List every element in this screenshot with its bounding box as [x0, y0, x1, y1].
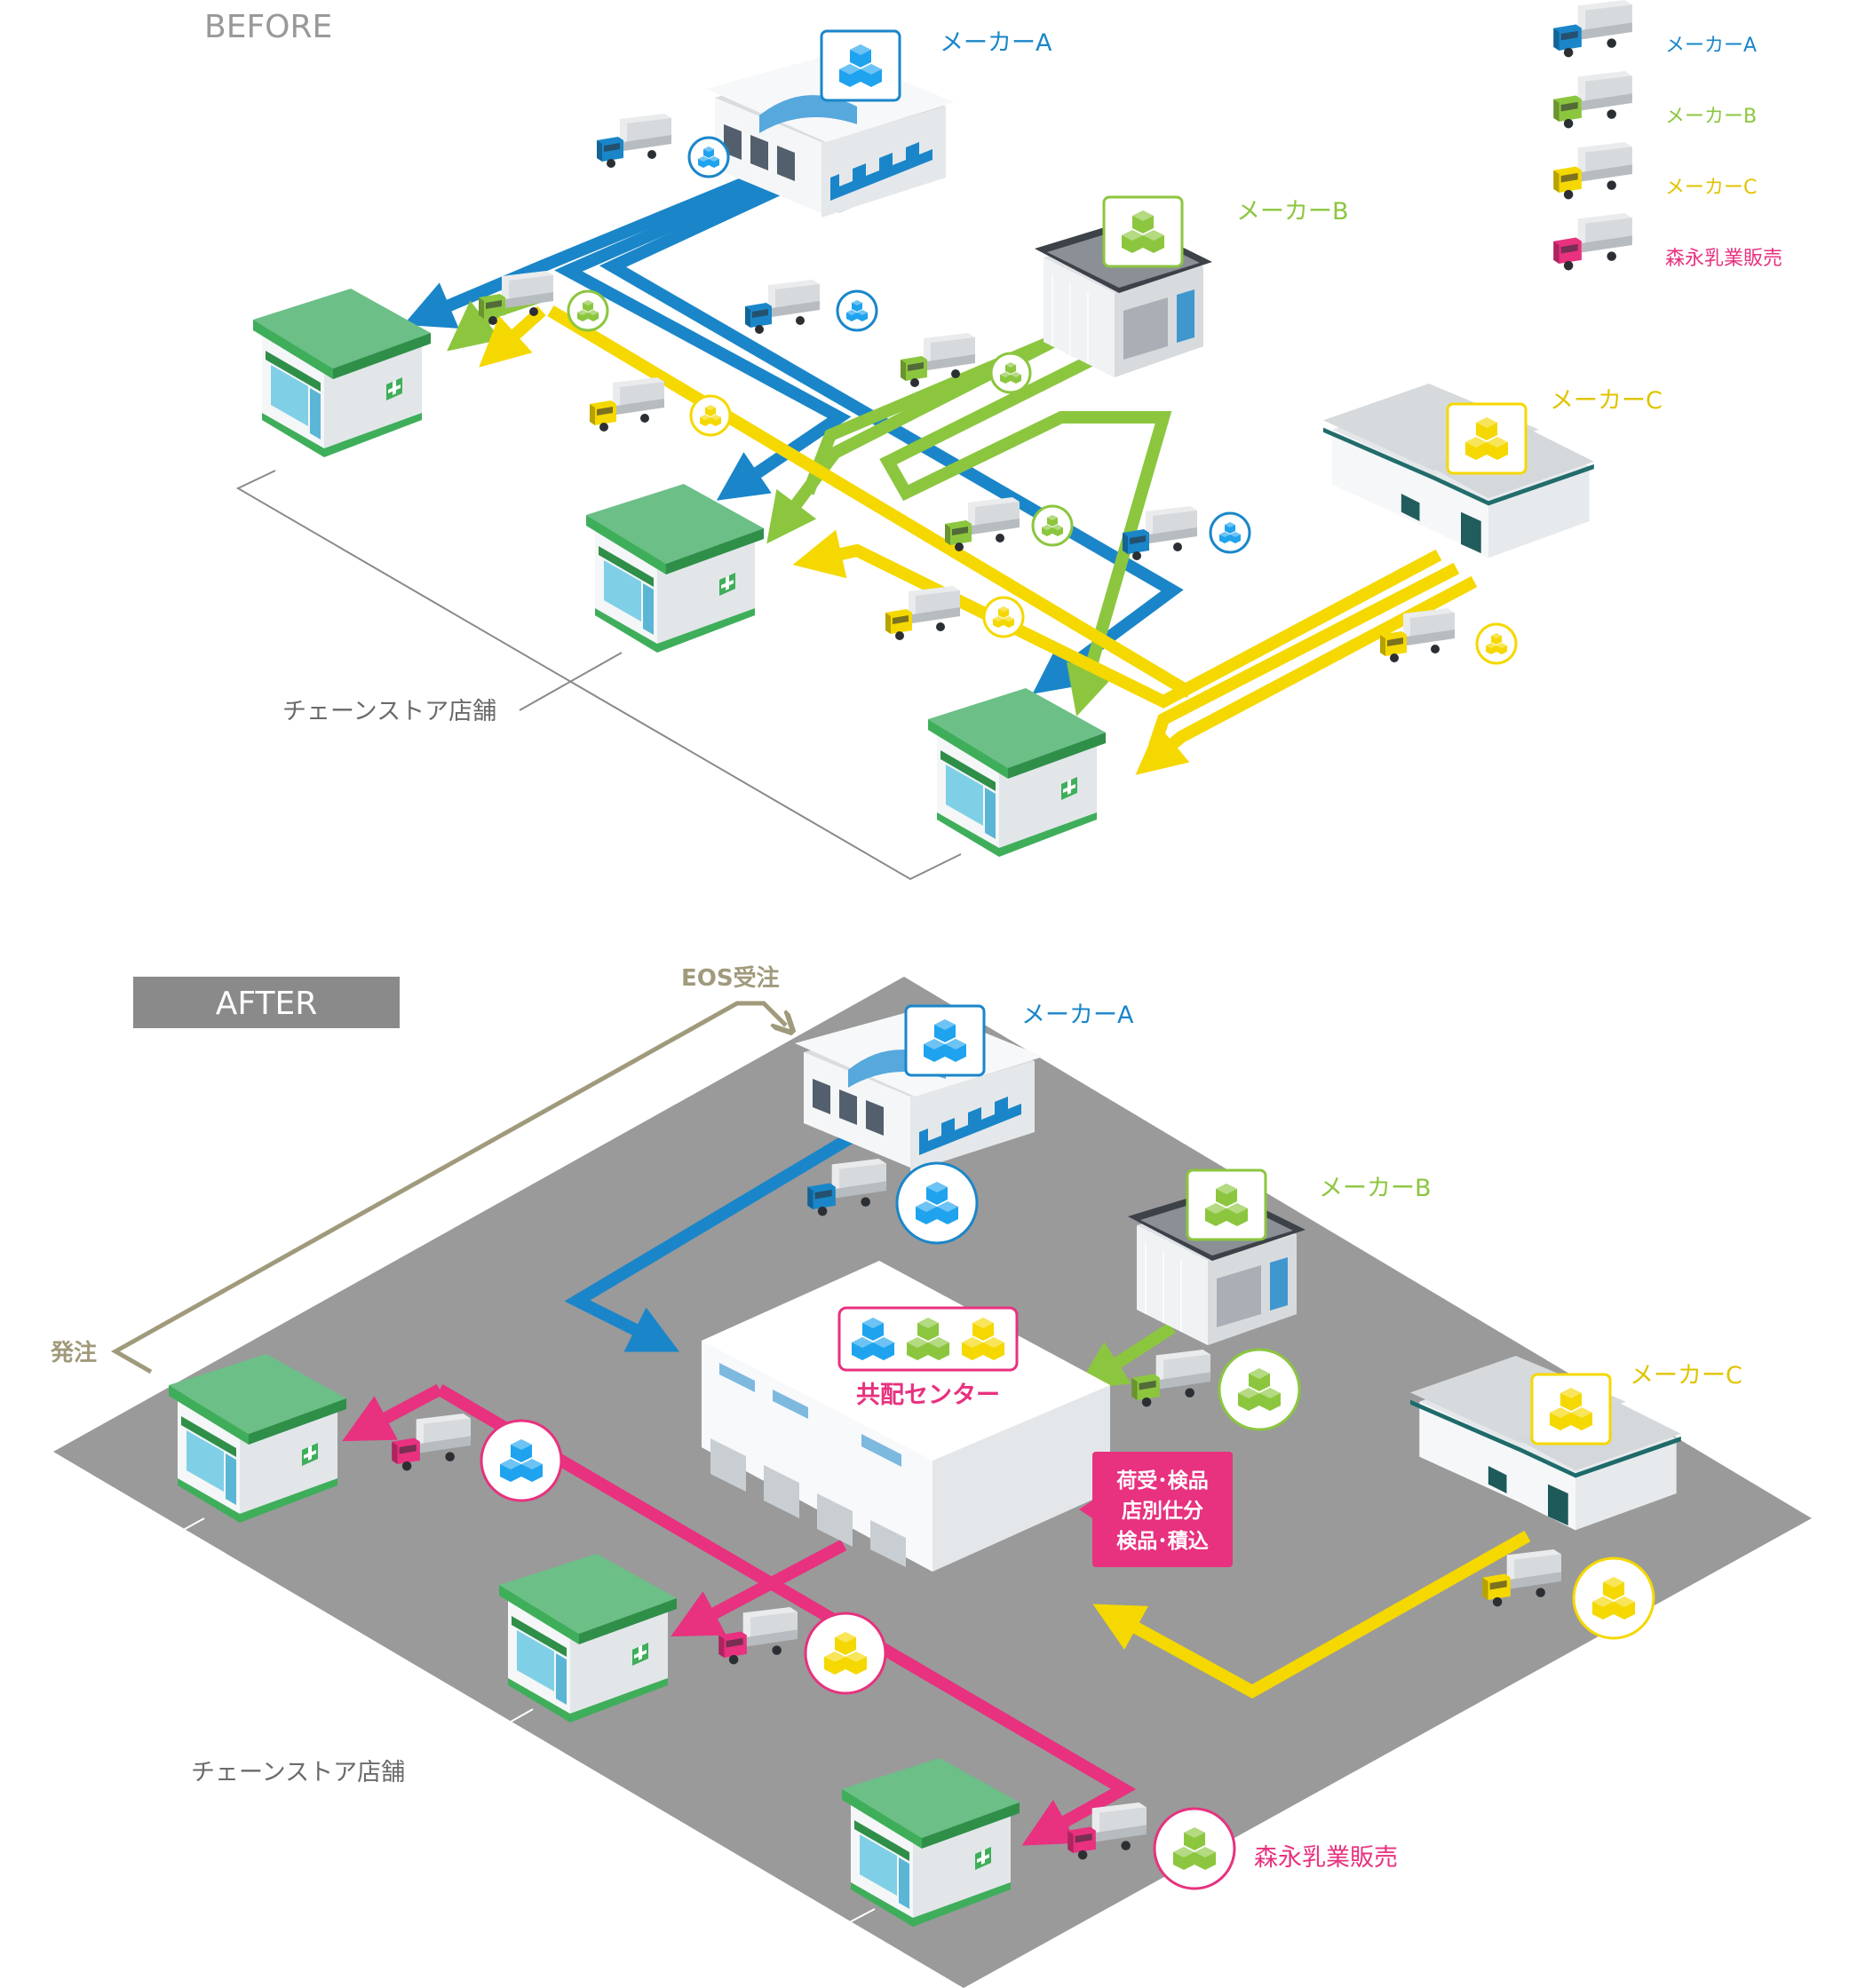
flow-c-long [547, 305, 1194, 699]
truck-b-3 [945, 497, 1020, 551]
stores-bracket [235, 470, 962, 881]
order-label: 発注 [50, 1339, 97, 1366]
before-maker-b-label: メーカーB [1236, 198, 1349, 226]
after-round-badges [480, 1161, 1655, 1890]
legend-item-maker-c: メーカーC [1553, 142, 1757, 200]
flow-after-m1 [342, 1383, 443, 1442]
truck-c-3 [1380, 608, 1455, 662]
process-line-3: 検品･積込 [1116, 1530, 1209, 1553]
after-maker-c-badge [1530, 1373, 1612, 1445]
after-stores-label: チェーンストア店舗 [191, 1759, 405, 1786]
after-stores-leader [430, 1708, 534, 1768]
legend-label-maker-c: メーカーC [1665, 177, 1757, 199]
before-store-3 [928, 688, 1106, 857]
maker-c-badge [1446, 402, 1528, 475]
before-flow-lines [403, 167, 1478, 775]
after-flow-lines [342, 1130, 1531, 1846]
flow-c-store3 [1148, 562, 1460, 748]
maker-b-badge [1102, 195, 1184, 268]
legend: メーカーA メーカーB メーカーC 森永乳業販売 [1553, 0, 1782, 271]
center-badge [837, 1306, 1019, 1372]
flow-after-b [1075, 1322, 1176, 1390]
flow-maker-b-store2 [879, 345, 1172, 717]
before-title: BEFORE [204, 9, 332, 45]
after-maker-c-label: メーカーC [1630, 1362, 1742, 1390]
flow-c-store1 [479, 305, 546, 368]
after-title-box [133, 977, 400, 1028]
after-maker-b-label: メーカーB [1319, 1175, 1432, 1202]
eos-order-line [110, 1001, 786, 1374]
center-label: 共配センター [856, 1382, 1000, 1409]
after-maker-a-label: メーカーA [1021, 1002, 1134, 1029]
truck-c-2 [885, 586, 960, 640]
flow-c-store3b [1135, 575, 1478, 775]
legend-label-maker-a: メーカーA [1665, 35, 1757, 57]
flow-maker-a-store1 [403, 167, 771, 329]
flow-b-to-store2 [766, 331, 1065, 544]
truck-c-1 [590, 377, 664, 432]
after-title: AFTER [216, 986, 317, 1022]
legend-item-maker-a: メーカーA [1553, 0, 1757, 58]
after-morinaga-label: 森永乳業販売 [1254, 1844, 1398, 1872]
before-store-2 [586, 484, 764, 653]
flow-after-a [564, 1130, 856, 1352]
truck-a-1 [597, 114, 671, 168]
after-stores-bracket [150, 1517, 876, 1937]
flow-after-c [1092, 1530, 1531, 1699]
legend-label-morinaga: 森永乳業販売 [1665, 248, 1782, 270]
process-line-2: 店別仕分 [1122, 1499, 1203, 1523]
before-maker-a-label: メーカーA [940, 29, 1052, 57]
flow-after-m3 [671, 1539, 847, 1637]
before-small-badges [567, 136, 1518, 665]
stores-leader [519, 652, 623, 711]
legend-item-morinaga: 森永乳業販売 [1553, 213, 1782, 271]
truck-a-2 [745, 280, 820, 334]
maker-a-badge [820, 29, 901, 102]
process-box: 荷受･検品 店別仕分 検品･積込 [1079, 1452, 1233, 1567]
before-stores-label: チェーンストア店舗 [282, 698, 496, 725]
before-store-1 [253, 289, 431, 457]
before-maker-c-label: メーカーC [1550, 387, 1663, 415]
after-maker-a-badge [904, 1004, 986, 1077]
eos-label: EOS受注 [681, 964, 780, 992]
legend-label-maker-b: メーカーB [1665, 106, 1757, 128]
after-maker-b-badge [1186, 1168, 1267, 1241]
flow-after-m2 [436, 1383, 1137, 1846]
legend-item-maker-b: メーカーB [1553, 71, 1757, 129]
process-line-1: 荷受･検品 [1116, 1469, 1209, 1493]
